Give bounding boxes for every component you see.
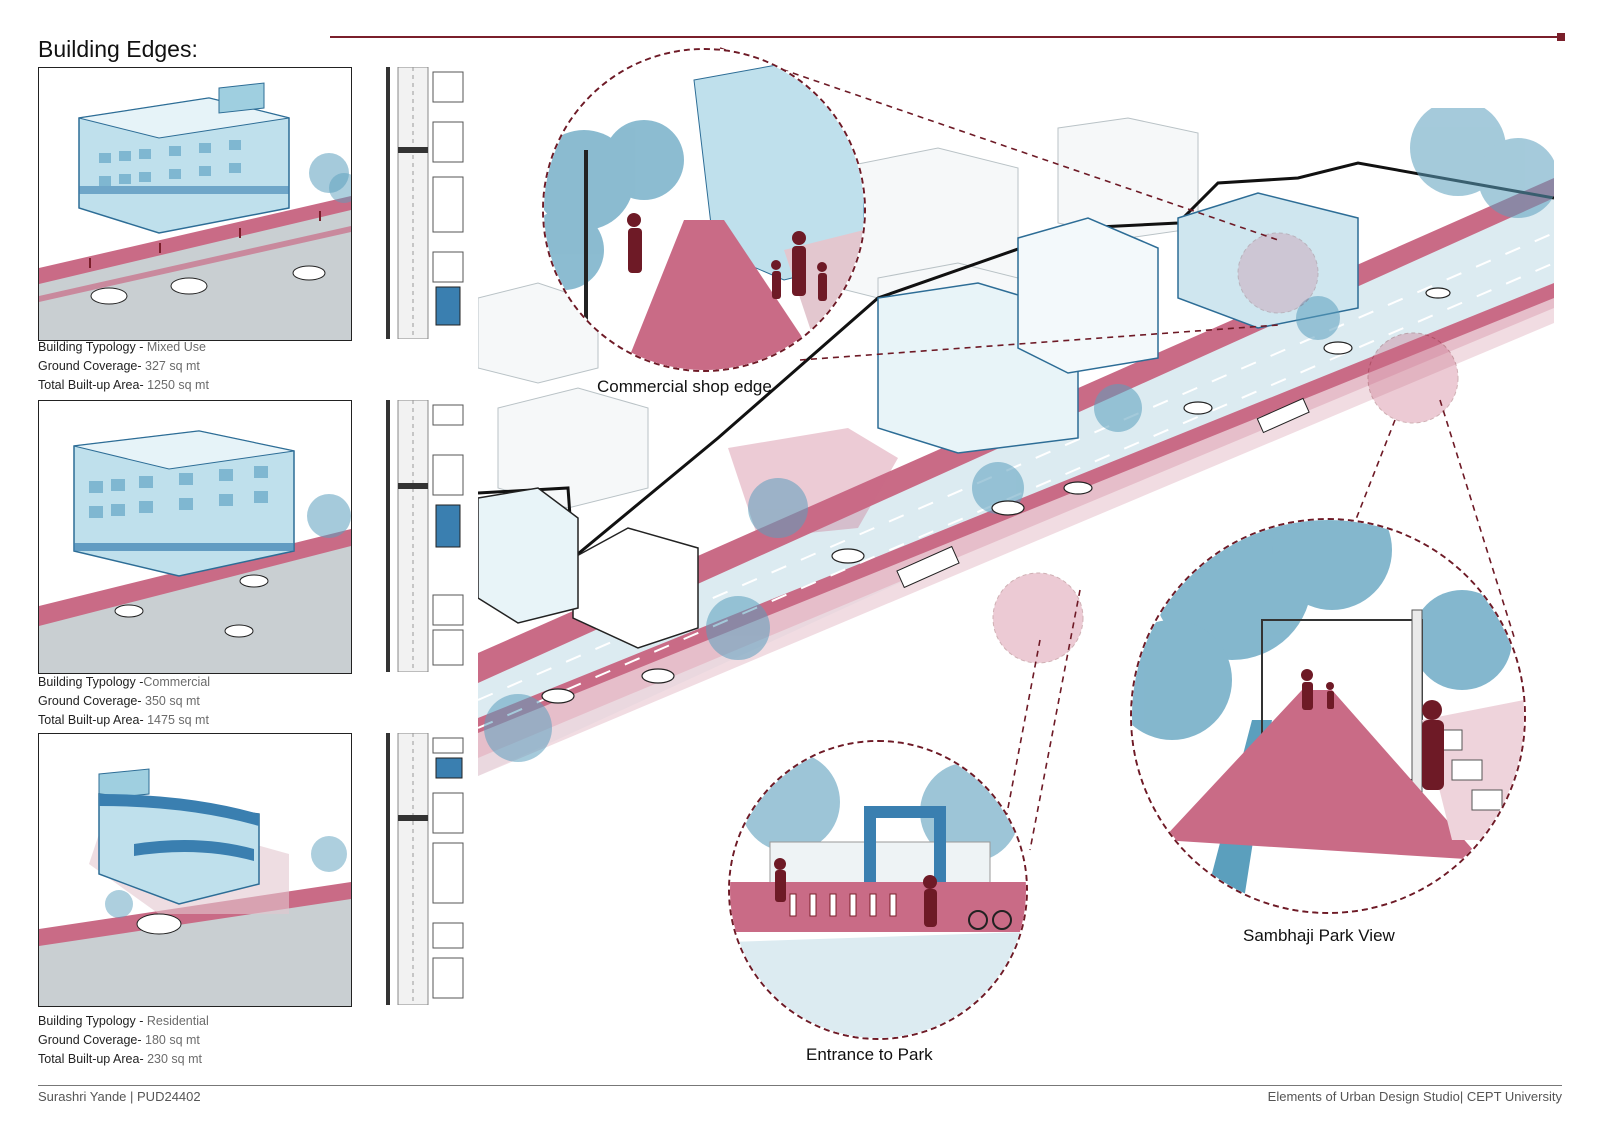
label-commercial-shop-edge: Commercial shop edge (597, 377, 772, 396)
building-panel-mixed-use (38, 67, 352, 341)
footer-rule (38, 1085, 1562, 1086)
plan-strip-2 (378, 400, 470, 672)
building-info-1: Building Typology - Mixed Use Ground Cov… (38, 340, 209, 392)
footer-author: Surashri Yande | PUD24402 (38, 1089, 201, 1104)
view-circle-entrance (728, 740, 1028, 1040)
header-rule (330, 36, 1562, 38)
building-panel-residential (38, 733, 352, 1007)
page-title: Building Edges: (38, 36, 198, 62)
label-entrance-to-park: Entrance to Park (806, 1045, 933, 1064)
footer-institution: Elements of Urban Design Studio| CEPT Un… (1267, 1089, 1562, 1104)
plan-strip-3 (378, 733, 470, 1005)
label-sambhaji-park-view: Sambhaji Park View (1243, 926, 1395, 945)
header-rule-end (1557, 33, 1565, 41)
view-circle-park (1130, 518, 1526, 914)
plan-strip-1 (378, 67, 470, 339)
street-axonometric (478, 108, 1554, 776)
building-info-2: Building Typology -Commercial Ground Cov… (38, 675, 211, 727)
view-circle-commercial (542, 48, 866, 372)
building-panel-commercial (38, 400, 352, 674)
building-info-3: Building Typology - Residential Ground C… (38, 1014, 209, 1066)
